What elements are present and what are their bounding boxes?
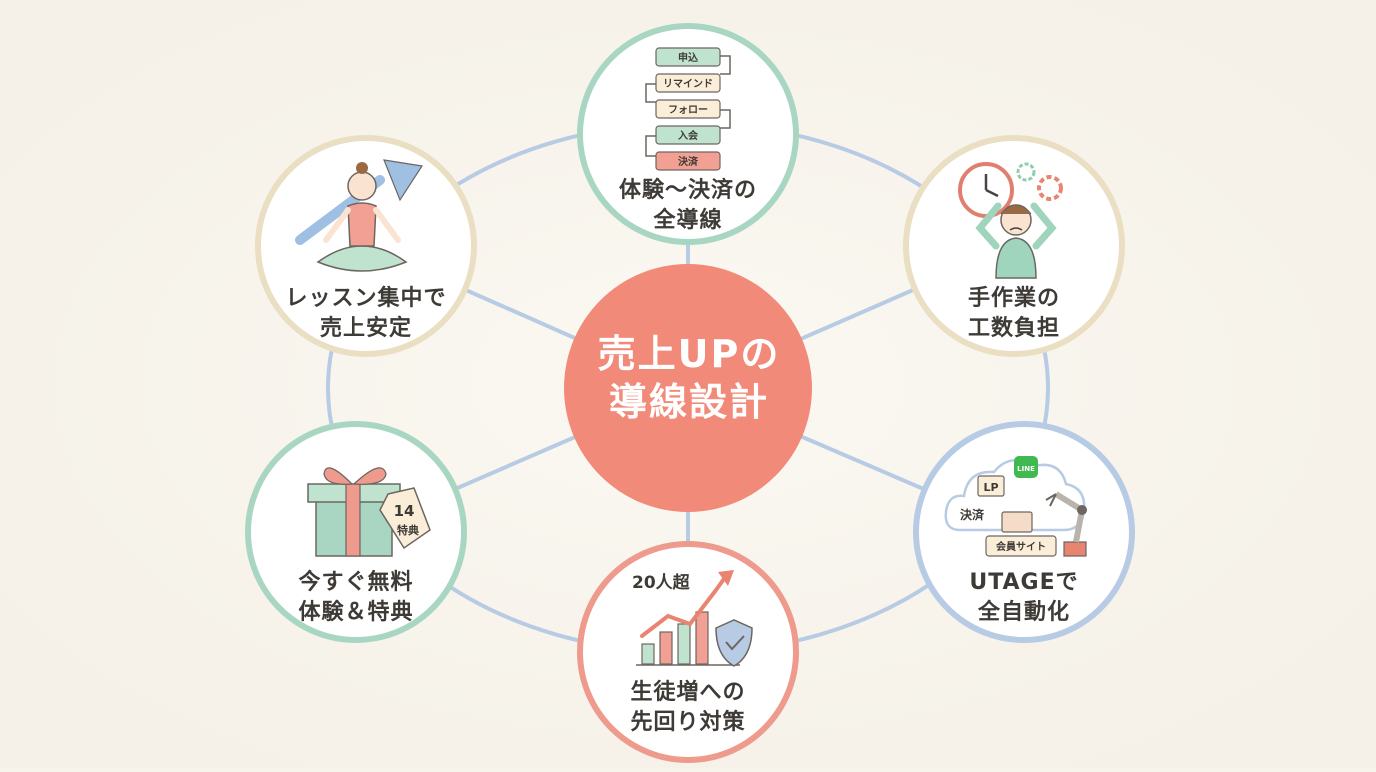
- flow-step-text: フォロー: [668, 104, 708, 116]
- node-label-funnel: 体験〜決済の 全導線: [588, 176, 788, 236]
- gift-icon: 14 特典: [307, 467, 431, 557]
- shield-icon: [715, 619, 753, 667]
- automation-icon: LINE LP 決済 会員サイト: [944, 456, 1087, 557]
- center-title-line: 売上UPの: [597, 332, 781, 376]
- center-circle: [564, 264, 812, 512]
- chart-bar: [695, 611, 709, 665]
- price-tag-icon: [379, 487, 431, 550]
- label-line: レッスン集中で: [285, 286, 447, 311]
- label-line: 生徒増への: [630, 680, 746, 705]
- node-label-trial: 今すぐ無料 体験＆特典: [256, 568, 456, 628]
- label-line: 全自動化: [977, 600, 1070, 625]
- flow-step-text: 申込: [678, 51, 698, 64]
- yoga-icon: [295, 159, 424, 272]
- torso: [347, 202, 377, 247]
- stressed-worker-icon: [958, 162, 1063, 279]
- label-line: 今すぐ無料: [298, 570, 414, 595]
- growth-chart-icon: 20人超: [632, 570, 753, 667]
- tag-text: 特典: [397, 523, 419, 537]
- flow-step-box: [655, 151, 721, 171]
- flow-arrow-2: [645, 83, 656, 103]
- lp-icon: [977, 475, 1005, 497]
- growth-badge-text: 20人超: [632, 572, 691, 593]
- flowchart-icon: 申込 リマインド フォロー 入会 決済: [645, 47, 731, 171]
- center-title-line: 導線設計: [608, 380, 769, 424]
- chart-bar: [641, 643, 655, 665]
- robot-arm-icon: [1045, 491, 1087, 557]
- label-line: 全導線: [653, 208, 723, 233]
- flow-step-box: [655, 99, 721, 119]
- gear-icon: [1016, 162, 1036, 182]
- flow-step-text: 入会: [678, 129, 698, 142]
- card-icon: [1001, 511, 1033, 533]
- chart-bar: [659, 631, 673, 665]
- line-app-icon: [1014, 456, 1038, 478]
- lp-icon-text: LP: [983, 481, 998, 494]
- flow-step-box: [655, 73, 721, 93]
- label-line: UTAGEで: [969, 570, 1079, 595]
- flow-step-text: リマインド: [663, 78, 713, 90]
- flow-step-box: [655, 125, 721, 145]
- flow-arrow-3: [720, 109, 731, 129]
- flow-step-text: 決済: [678, 155, 699, 168]
- label-line: 手作業の: [967, 286, 1060, 311]
- label-line: 体験＆特典: [298, 600, 414, 625]
- line-app-text: LINE: [1017, 465, 1035, 473]
- member-site-box: [985, 535, 1057, 557]
- gear-icon: [1037, 175, 1063, 201]
- center-title: 売上UPの 導線設計: [566, 330, 812, 426]
- member-site-text: 会員サイト: [996, 540, 1046, 553]
- person-body: [995, 237, 1037, 279]
- flow-arrow-4: [645, 135, 656, 157]
- node-label-yoga: レッスン集中で 売上安定: [256, 284, 476, 344]
- gift-ribbon: [345, 483, 361, 557]
- label-line: 体験〜決済の: [618, 178, 757, 203]
- chart-bar: [677, 623, 691, 665]
- legs: [316, 245, 408, 272]
- head: [347, 171, 377, 201]
- label-line: 先回り対策: [630, 710, 746, 735]
- tag-number: 14: [394, 502, 415, 520]
- label-line: 売上安定: [319, 316, 412, 341]
- node-label-manual: 手作業の 工数負担: [914, 284, 1114, 344]
- flow-step-box: [655, 47, 721, 67]
- node-label-utage: UTAGEで 全自動化: [924, 568, 1124, 628]
- trend-arrow: [640, 574, 728, 638]
- node-label-growth: 生徒増への 先回り対策: [588, 678, 788, 738]
- label-line: 工数負担: [967, 316, 1060, 341]
- payment-text: 決済: [960, 507, 985, 522]
- flow-arrow-1: [720, 55, 731, 75]
